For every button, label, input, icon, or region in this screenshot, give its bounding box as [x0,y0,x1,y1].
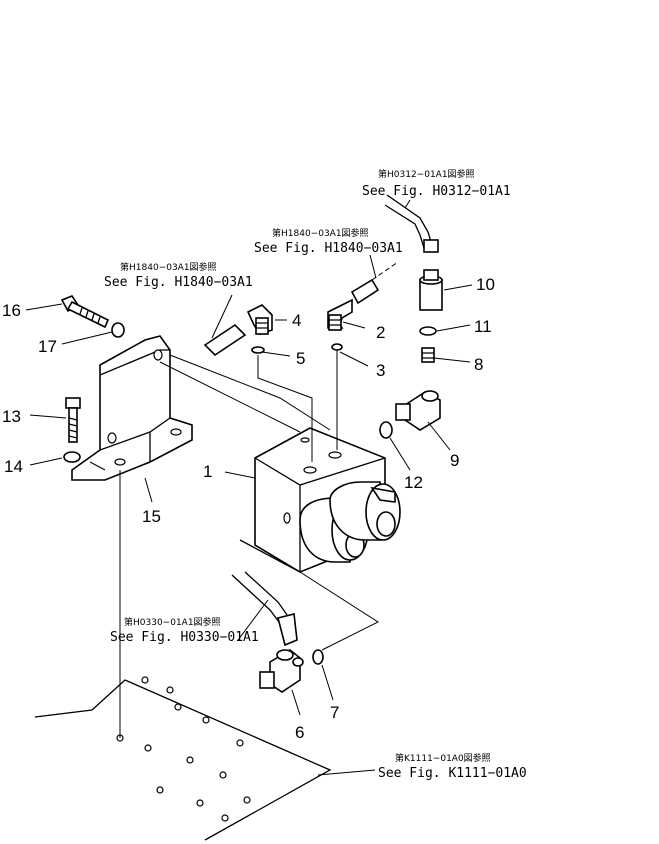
elbow-fitting-2 [327,278,380,331]
washer-14 [63,451,81,463]
callout-7: 7 [330,703,339,722]
o-ring-12 [379,421,393,439]
reference-h0312-jp: 第H0312−01A1図参照 [378,168,475,180]
fitting-9 [395,390,441,431]
bracket [71,335,193,481]
washer-17 [111,322,125,338]
reference-h1840-right: 第H1840−03A1図参照 See Fig. H1840−03A1 [254,227,403,256]
elbow-fitting-4 [203,304,273,357]
callout-6: 6 [295,723,304,742]
bolt-13 [65,397,81,443]
reference-h1840-left-en: See Fig. H1840−03A1 [104,275,253,290]
reference-k1111-en: See Fig. K1111−01A0 [378,766,527,781]
callout-3: 3 [376,361,385,380]
reference-h0312: 第H0312−01A1図参照 See Fig. H0312−01A1 [362,168,511,199]
callout-5: 5 [296,349,305,368]
reference-h0330-jp: 第H0330−01A1図参照 [124,616,221,628]
callout-12: 12 [404,473,423,492]
guide-lines [119,345,380,776]
reference-h0330-en: See Fig. H0330−01A1 [110,630,259,645]
callout-17: 17 [38,337,57,356]
fitting-6 [259,649,304,693]
mounting-plate [34,676,332,841]
hose-top-right [384,194,439,253]
callout-8: 8 [474,355,483,374]
callout-10: 10 [476,275,495,294]
callout-13: 13 [2,407,21,426]
callout-1: 1 [203,462,212,481]
callout-15: 15 [142,507,161,526]
callout-2: 2 [376,323,385,342]
hose-2-dashed [371,261,399,281]
reference-h0312-en: See Fig. H0312−01A1 [362,184,511,199]
callout-14: 14 [4,457,23,476]
bolt-16 [60,295,110,329]
o-ring-7 [312,649,324,665]
reference-k1111-jp: 第K1111−01A0図参照 [395,752,491,764]
plug-8 [421,347,435,363]
callout-9: 9 [450,451,459,470]
callout-leaders [25,199,473,716]
o-ring-11 [419,326,437,336]
reference-h1840-right-jp: 第H1840−03A1図参照 [272,227,369,239]
reference-h0330: 第H0330−01A1図参照 See Fig. H0330−01A1 [110,616,259,645]
hose-6 [231,571,298,647]
filter-cylinder-10 [419,269,443,311]
callout-numbers: 1 2 3 4 5 6 7 8 9 10 11 12 13 14 15 16 1… [2,275,495,742]
reference-h1840-right-en: See Fig. H1840−03A1 [254,241,403,256]
reference-h1840-left-jp: 第H1840−03A1図参照 [120,261,217,273]
reference-h1840-left: 第H1840−03A1図参照 See Fig. H1840−03A1 [104,261,253,290]
callout-11: 11 [474,317,492,336]
callout-16: 16 [2,301,21,320]
valve-block [239,427,401,573]
callout-4: 4 [292,311,301,330]
o-ring-5 [251,346,265,354]
reference-k1111: 第K1111−01A0図参照 See Fig. K1111−01A0 [378,752,527,781]
o-ring-3 [331,343,343,351]
